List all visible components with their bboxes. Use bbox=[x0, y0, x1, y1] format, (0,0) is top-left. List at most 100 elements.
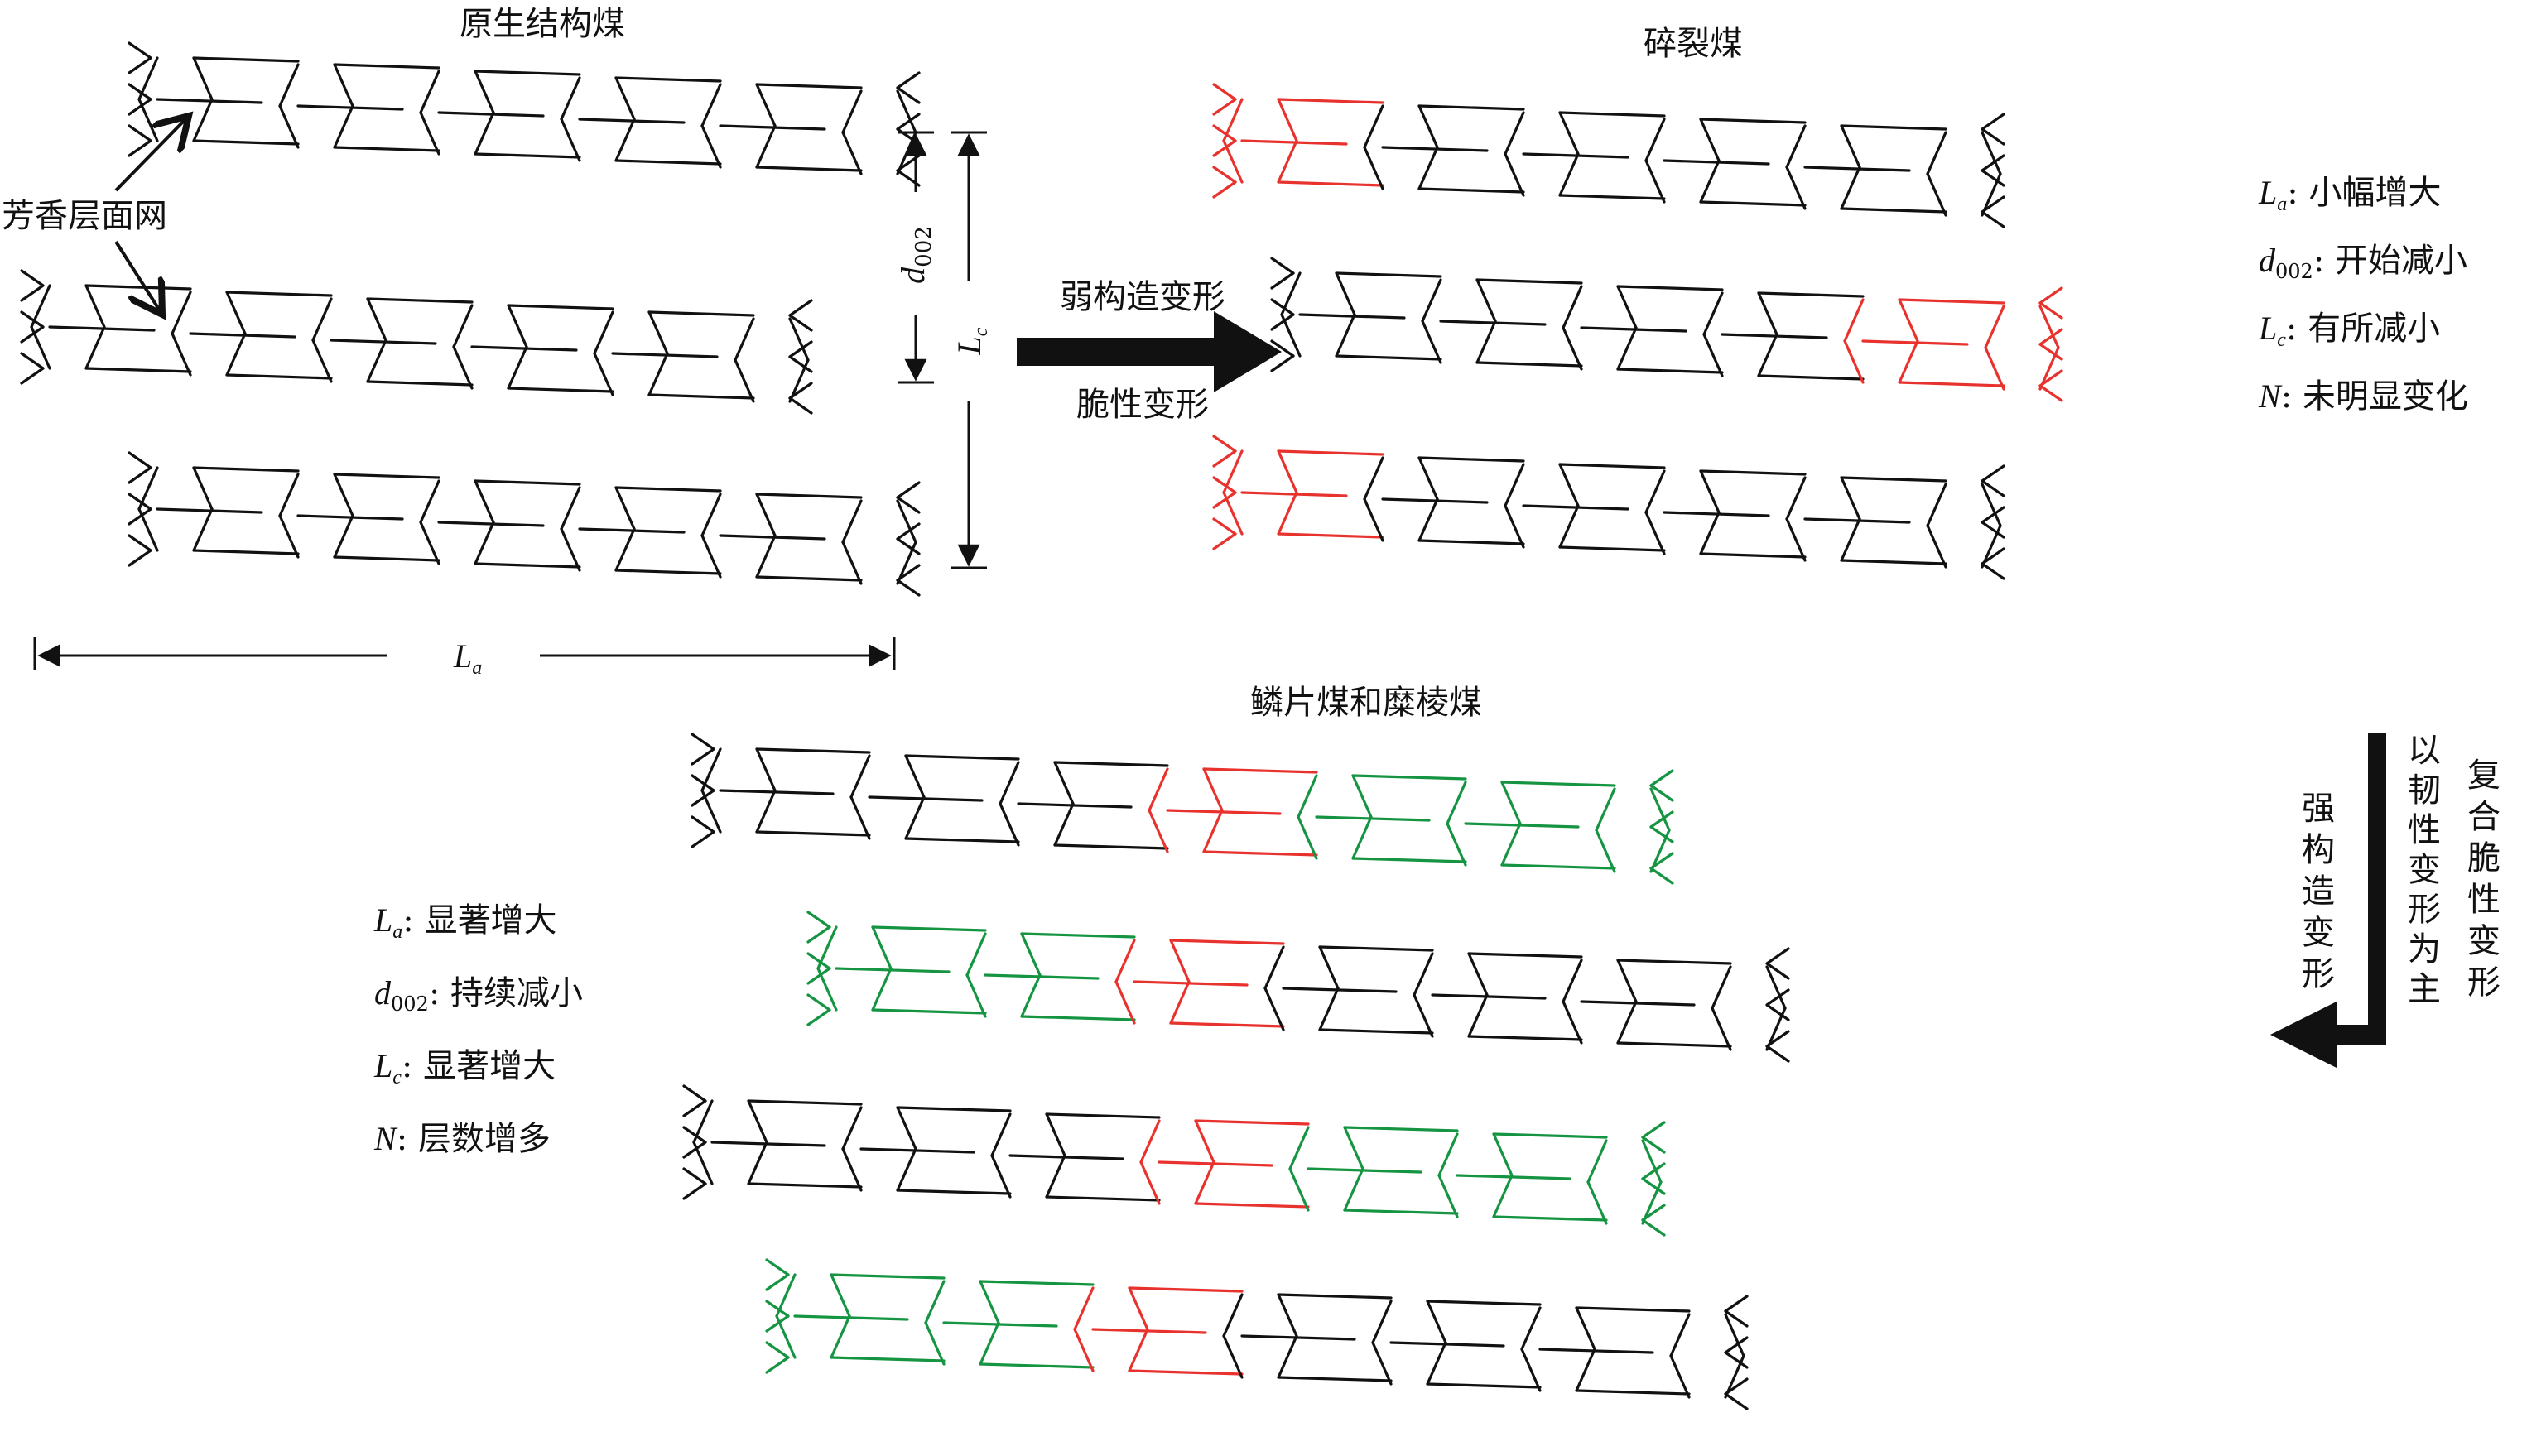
property-text: : 开始减小 bbox=[2313, 242, 2467, 280]
property-subscript: 002 bbox=[391, 992, 429, 1016]
scaly-layer-bond bbox=[924, 1280, 946, 1324]
original-layer-edge bbox=[614, 569, 722, 575]
scaly-layer-bond bbox=[1202, 767, 1224, 812]
fractured-layer-edge bbox=[1558, 463, 1666, 469]
original-layer-bond bbox=[192, 56, 214, 101]
original-layer-stub bbox=[896, 86, 921, 104]
fractured-layer-stub bbox=[1981, 464, 2005, 483]
fractured-layer-bond bbox=[1699, 511, 1721, 555]
vertical-char: 为 bbox=[2408, 930, 2441, 968]
original-layer-edge bbox=[156, 98, 263, 104]
original-layer-edge bbox=[614, 486, 722, 493]
original-layer-stub bbox=[20, 367, 45, 385]
vertical-char: 构 bbox=[2302, 831, 2335, 869]
fractured-layer-bond bbox=[1558, 152, 1580, 197]
scaly-layer-bond bbox=[1318, 987, 1340, 1031]
fractured-layer-stub bbox=[1981, 210, 2005, 228]
original-layer-edge bbox=[296, 514, 404, 521]
scaly-layer-edge bbox=[1464, 822, 1580, 829]
fractured-layer-bond bbox=[1926, 131, 1947, 175]
scaly-layer-stub bbox=[1724, 1309, 1749, 1328]
scaly-layer-bond bbox=[1500, 822, 1522, 867]
scaly-layer-stub bbox=[1641, 1136, 1666, 1154]
scaly-layer-stub bbox=[1724, 1295, 1749, 1313]
scaly-layer-edge bbox=[1158, 1160, 1273, 1167]
scaly-layer-bond bbox=[1148, 809, 1169, 853]
scaly-layer-bond bbox=[1263, 945, 1285, 990]
original-layer-bond bbox=[474, 521, 495, 565]
fractured-layer-edge bbox=[1840, 476, 1947, 483]
scaly-layer-bond bbox=[1169, 980, 1191, 1025]
fractured-layer-bond bbox=[1558, 111, 1580, 156]
scaly-layer-stub bbox=[1641, 1121, 1666, 1139]
fractured-layer-edge bbox=[1663, 159, 1770, 166]
original-layer-bond bbox=[507, 304, 528, 348]
original-layer-stack bbox=[128, 451, 921, 597]
fractured-layer-stub bbox=[2038, 301, 2063, 320]
original-layer-stub bbox=[788, 396, 813, 415]
fractured-layer-bond bbox=[1644, 159, 1666, 204]
fractured-layer-stub bbox=[2038, 343, 2063, 361]
fractured-layer-edge bbox=[1335, 354, 1442, 361]
scaly-layer-stub bbox=[1765, 1030, 1790, 1048]
scaly-layer-bond bbox=[1437, 1132, 1459, 1177]
fractured-layer-edge bbox=[1840, 559, 1947, 565]
original-layer-stub bbox=[128, 56, 152, 74]
original-layer-edge bbox=[437, 111, 545, 118]
fractured-layer-bond bbox=[1335, 271, 1356, 316]
scaly-layer-bond bbox=[1020, 973, 1042, 1018]
fractured-layer-stub bbox=[1270, 313, 1295, 331]
fractured-layer-bond bbox=[1898, 339, 1919, 384]
scaly-layer-stub bbox=[1641, 1177, 1666, 1195]
property-text: : 显著增大 bbox=[402, 1047, 556, 1085]
scaly-layer-bond bbox=[1413, 952, 1434, 997]
scaly-layer-bond bbox=[1045, 1154, 1066, 1199]
scaly-layer-bond bbox=[1114, 980, 1136, 1025]
scaly-layer-bond bbox=[1562, 1000, 1583, 1045]
scaly-layer-stub bbox=[1724, 1377, 1749, 1396]
vertical-char: 变 bbox=[2302, 914, 2335, 952]
original-layer-stub bbox=[896, 579, 921, 597]
scaly-layer-bond bbox=[755, 747, 777, 792]
original-layer-bond bbox=[474, 111, 495, 156]
scaly-layer-edge bbox=[1492, 1132, 1608, 1139]
scaly-layer-bond bbox=[896, 1147, 917, 1192]
original-layer-bond bbox=[841, 89, 863, 134]
fractured-layer-bond bbox=[1644, 469, 1666, 514]
fractured-layer-stub bbox=[1212, 449, 1237, 468]
original-layer-bond bbox=[192, 507, 214, 552]
fractured-layer-bond bbox=[1757, 333, 1778, 377]
property-line: d002: 开始减小 bbox=[2259, 242, 2467, 283]
original-layer-bond bbox=[171, 291, 192, 335]
vertical-char: 形 bbox=[2302, 955, 2335, 993]
scaly-layer-bond bbox=[1222, 1293, 1244, 1338]
scaly-layer-edge bbox=[1318, 1028, 1434, 1035]
scaly-layer-stub bbox=[1724, 1392, 1749, 1410]
fractured-layer-bond bbox=[1699, 118, 1721, 162]
scaly-layer-edge bbox=[904, 837, 1020, 843]
original-layer-bond bbox=[278, 104, 300, 149]
fractured-layer-bond bbox=[1475, 278, 1497, 323]
fractured-layer-bond bbox=[1926, 172, 1947, 217]
original-layer-bond bbox=[614, 76, 636, 121]
scaly-layer-edge bbox=[1575, 1389, 1691, 1396]
scaly-layer-stub bbox=[682, 1167, 707, 1185]
fractured-layer-edge bbox=[1277, 180, 1384, 187]
scaly-layer-bond bbox=[1020, 932, 1042, 977]
fractured-layer-edge bbox=[1335, 271, 1442, 278]
scaly-layer-edge bbox=[1128, 1286, 1244, 1293]
original-layer-bond bbox=[192, 98, 214, 142]
fractured-layer-bond bbox=[1475, 320, 1497, 364]
scaly-layer-bond bbox=[999, 802, 1020, 847]
scaly-layer-bond bbox=[965, 932, 987, 977]
scaly-layer-stub bbox=[1765, 988, 1790, 1007]
property-symbol: N bbox=[2258, 377, 2283, 415]
scaly-layer-stub bbox=[682, 1099, 707, 1117]
scaly-layer-edge bbox=[1315, 815, 1431, 822]
original-layer-bond bbox=[333, 104, 354, 149]
scaly-layer-bond bbox=[1288, 1167, 1310, 1212]
original-layer-bond bbox=[755, 83, 777, 127]
